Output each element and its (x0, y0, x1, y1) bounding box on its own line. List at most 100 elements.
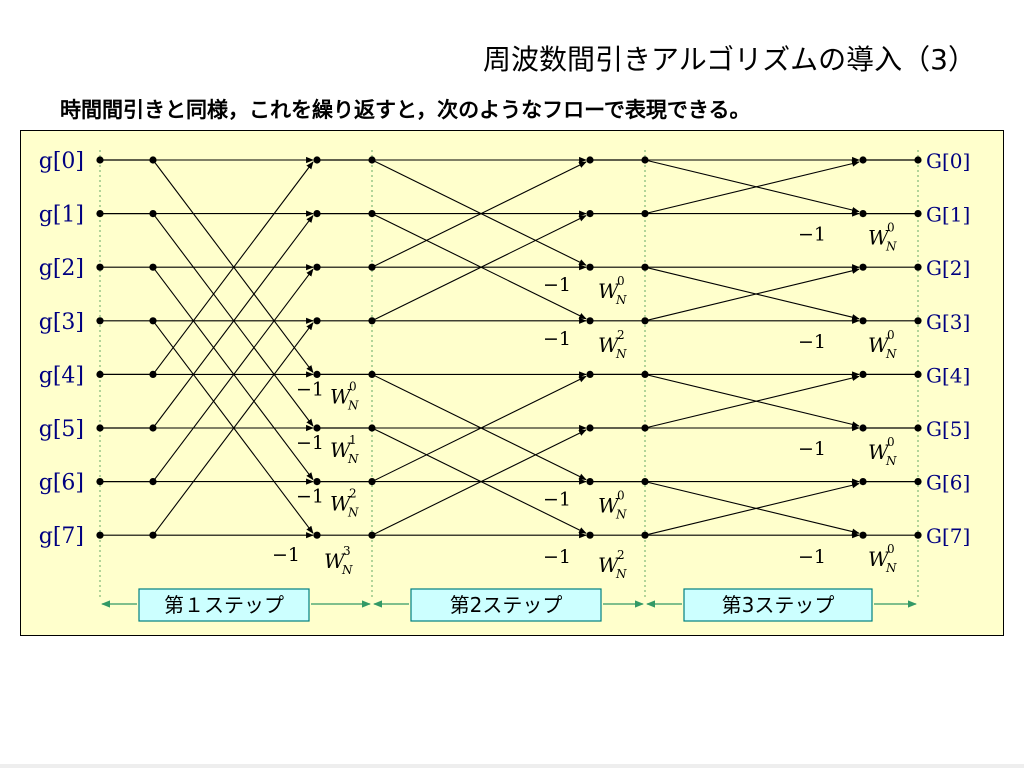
twiddle-factor-exponent: 0 (887, 435, 895, 449)
node-dot (96, 156, 104, 164)
twiddle-factor-subscript: N (615, 508, 627, 522)
slide-subtitle: 時間間引きと同様，これを繰り返すと，次のようなフローで表現できる。 (60, 98, 751, 122)
node-dot (914, 531, 922, 539)
node-dot (313, 478, 321, 486)
twiddle-factor-w: W (868, 226, 890, 250)
twiddle-factor-subscript: N (615, 293, 627, 307)
twiddle-factor-exponent: 0 (617, 489, 625, 503)
node-dot (914, 210, 922, 218)
node-dot (368, 263, 376, 271)
input-label: g[7] (39, 524, 84, 549)
output-label: G[2] (926, 256, 970, 280)
node-dot (641, 531, 649, 539)
stage1-cross-edge (152, 161, 314, 375)
footer-line (0, 764, 1024, 768)
step-box (410, 588, 602, 622)
node-dot (313, 370, 321, 378)
stage1-cross-edge (152, 322, 314, 536)
node-dot (368, 424, 376, 432)
node-dot (149, 370, 157, 378)
stage2-cross-edge (371, 215, 587, 322)
node-dot (586, 156, 594, 164)
node-dot (96, 370, 104, 378)
node-dot (313, 263, 321, 271)
twiddle-factor-w: W (598, 494, 620, 518)
node-dot (368, 478, 376, 486)
node-dot (586, 317, 594, 325)
node-dot (914, 317, 922, 325)
node-dot (368, 317, 376, 325)
minus-one-label: −1 (272, 544, 300, 566)
output-label: G[0] (926, 149, 970, 173)
node-dot (859, 317, 867, 325)
minus-one-label: −1 (543, 274, 571, 296)
step-box (683, 588, 873, 622)
input-label: g[4] (39, 363, 84, 388)
stage2-cross-edge (371, 159, 587, 266)
twiddle-factor-exponent: 2 (617, 548, 625, 562)
stage3-cross-edge (644, 159, 860, 213)
step-box (138, 588, 310, 622)
output-label: G[7] (926, 524, 970, 548)
node-dot (641, 370, 649, 378)
minus-one-label: −1 (296, 378, 324, 400)
slide-title: 周波数間引きアルゴリズムの導入（3） (483, 43, 976, 76)
twiddle-factor-w: W (868, 547, 890, 571)
node-dot (859, 263, 867, 271)
node-dot (96, 263, 104, 271)
node-dot (96, 531, 104, 539)
node-dot (149, 317, 157, 325)
minus-one-label: −1 (798, 438, 826, 460)
input-label: g[3] (39, 310, 84, 335)
stage3-cross-edge (644, 482, 860, 536)
node-dot (149, 263, 157, 271)
minus-one-label: −1 (296, 432, 324, 454)
twiddle-factor-subscript: N (347, 398, 359, 412)
node-dot (914, 370, 922, 378)
node-dot (914, 424, 922, 432)
node-dot (313, 210, 321, 218)
node-dot (149, 478, 157, 486)
input-label: g[2] (39, 256, 84, 281)
twiddle-factor-subscript: N (885, 347, 897, 361)
twiddle-factor-w: W (324, 549, 346, 573)
node-dot (96, 424, 104, 432)
twiddle-factor-w: W (598, 333, 620, 357)
node-dot (149, 156, 157, 164)
node-dot (586, 531, 594, 539)
node-dot (914, 263, 922, 271)
output-label: G[6] (926, 471, 970, 495)
stage3-cross-edge (644, 373, 860, 428)
twiddle-factor-subscript: N (885, 454, 897, 468)
stage3-cross-edge (644, 481, 860, 535)
output-label: G[3] (926, 310, 970, 334)
twiddle-factor-exponent: 1 (349, 433, 357, 447)
node-dot (586, 210, 594, 218)
node-dot (859, 210, 867, 218)
stage1-cross-edge (152, 320, 314, 534)
twiddle-factor-w: W (330, 492, 352, 516)
node-dot (586, 424, 594, 432)
stage1-cross-edge (152, 268, 314, 482)
node-dot (859, 478, 867, 486)
node-dot (914, 156, 922, 164)
twiddle-factor-exponent: 0 (887, 542, 895, 556)
node-dot (368, 531, 376, 539)
twiddle-factor-subscript: N (615, 347, 627, 361)
node-dot (368, 156, 376, 164)
node-dot (313, 317, 321, 325)
step-label: 第2ステップ (450, 593, 563, 617)
minus-one-label: −1 (296, 486, 324, 508)
stage3-cross-edge (644, 266, 860, 321)
node-dot (641, 210, 649, 218)
minus-one-label: −1 (798, 331, 826, 353)
node-dot (96, 317, 104, 325)
node-dot (96, 478, 104, 486)
node-dot (859, 424, 867, 432)
minus-one-label: −1 (543, 328, 571, 350)
node-dot (586, 263, 594, 271)
twiddle-factor-w: W (868, 333, 890, 357)
node-dot (859, 156, 867, 164)
twiddle-factor-exponent: 0 (617, 274, 625, 288)
